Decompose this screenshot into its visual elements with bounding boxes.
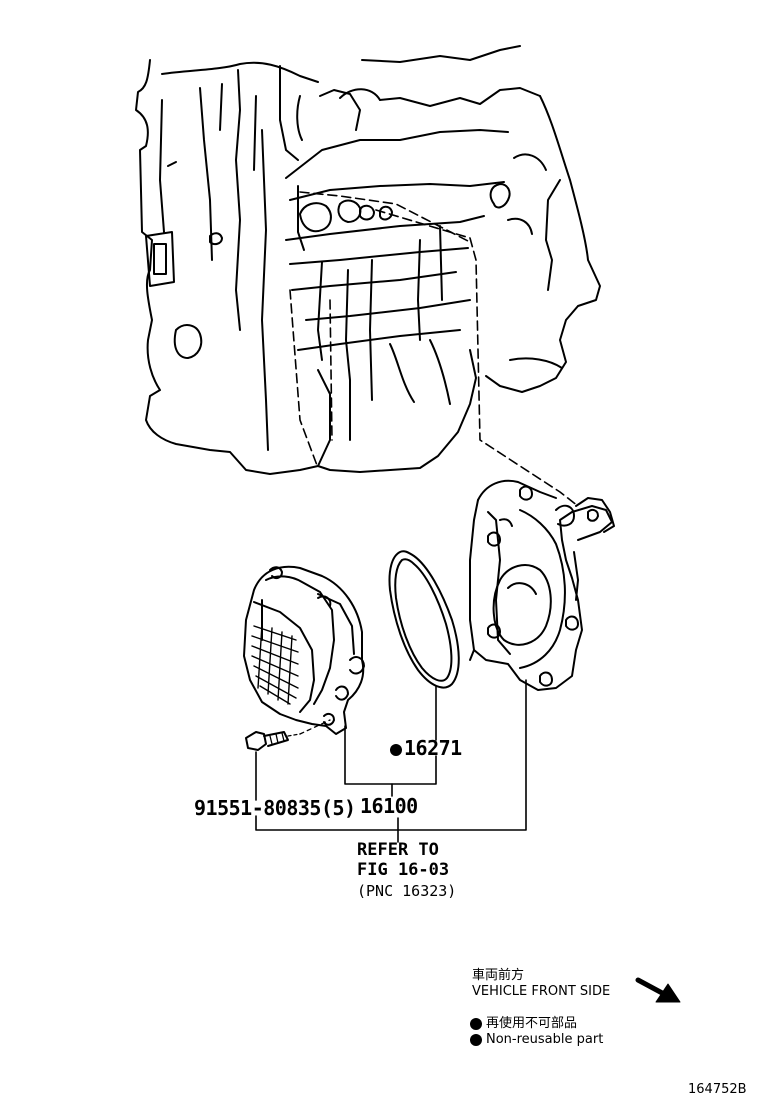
front-side-label-en: VEHICLE FRONT SIDE — [472, 984, 611, 999]
gasket-part-number: 16271 — [404, 736, 462, 760]
non-reusable-legend-en: Non-reusable part — [470, 1032, 603, 1047]
bolt-part-number: 91551-80835(5) — [194, 796, 356, 820]
refer-to-line-1: REFER TO — [357, 840, 439, 860]
non-reusable-legend-jp: 再使用不可部品 — [470, 1012, 577, 1031]
bolt-drawing — [245, 719, 331, 751]
non-reusable-dot-icon — [390, 743, 402, 756]
figure-id: 164752B — [688, 1082, 747, 1097]
non-reusable-dot-icon — [470, 1017, 482, 1030]
front-direction-arrow-icon — [635, 977, 681, 1003]
front-side-label-jp: 車両前方 — [472, 968, 525, 983]
pump-assembly-drawing — [243, 565, 365, 735]
pump-housing-drawing — [469, 479, 615, 691]
refer-to-line-3: (PNC 16323) — [357, 882, 457, 900]
assembly-guide-lines — [289, 191, 579, 507]
pump-grille-texture — [251, 623, 299, 705]
refer-to-line-2: FIG 16-03 — [357, 860, 450, 880]
non-reusable-text-en: Non-reusable part — [486, 1032, 604, 1047]
pump-part-number: 16100 — [360, 794, 418, 818]
gasket-drawing — [388, 550, 460, 689]
non-reusable-text-jp: 再使用不可部品 — [486, 1016, 578, 1031]
engine-block-drawing — [135, 45, 601, 475]
non-reusable-dot-icon — [470, 1033, 482, 1046]
callout-leader-lines — [255, 679, 527, 843]
gasket-callout: 16271 — [390, 736, 462, 760]
